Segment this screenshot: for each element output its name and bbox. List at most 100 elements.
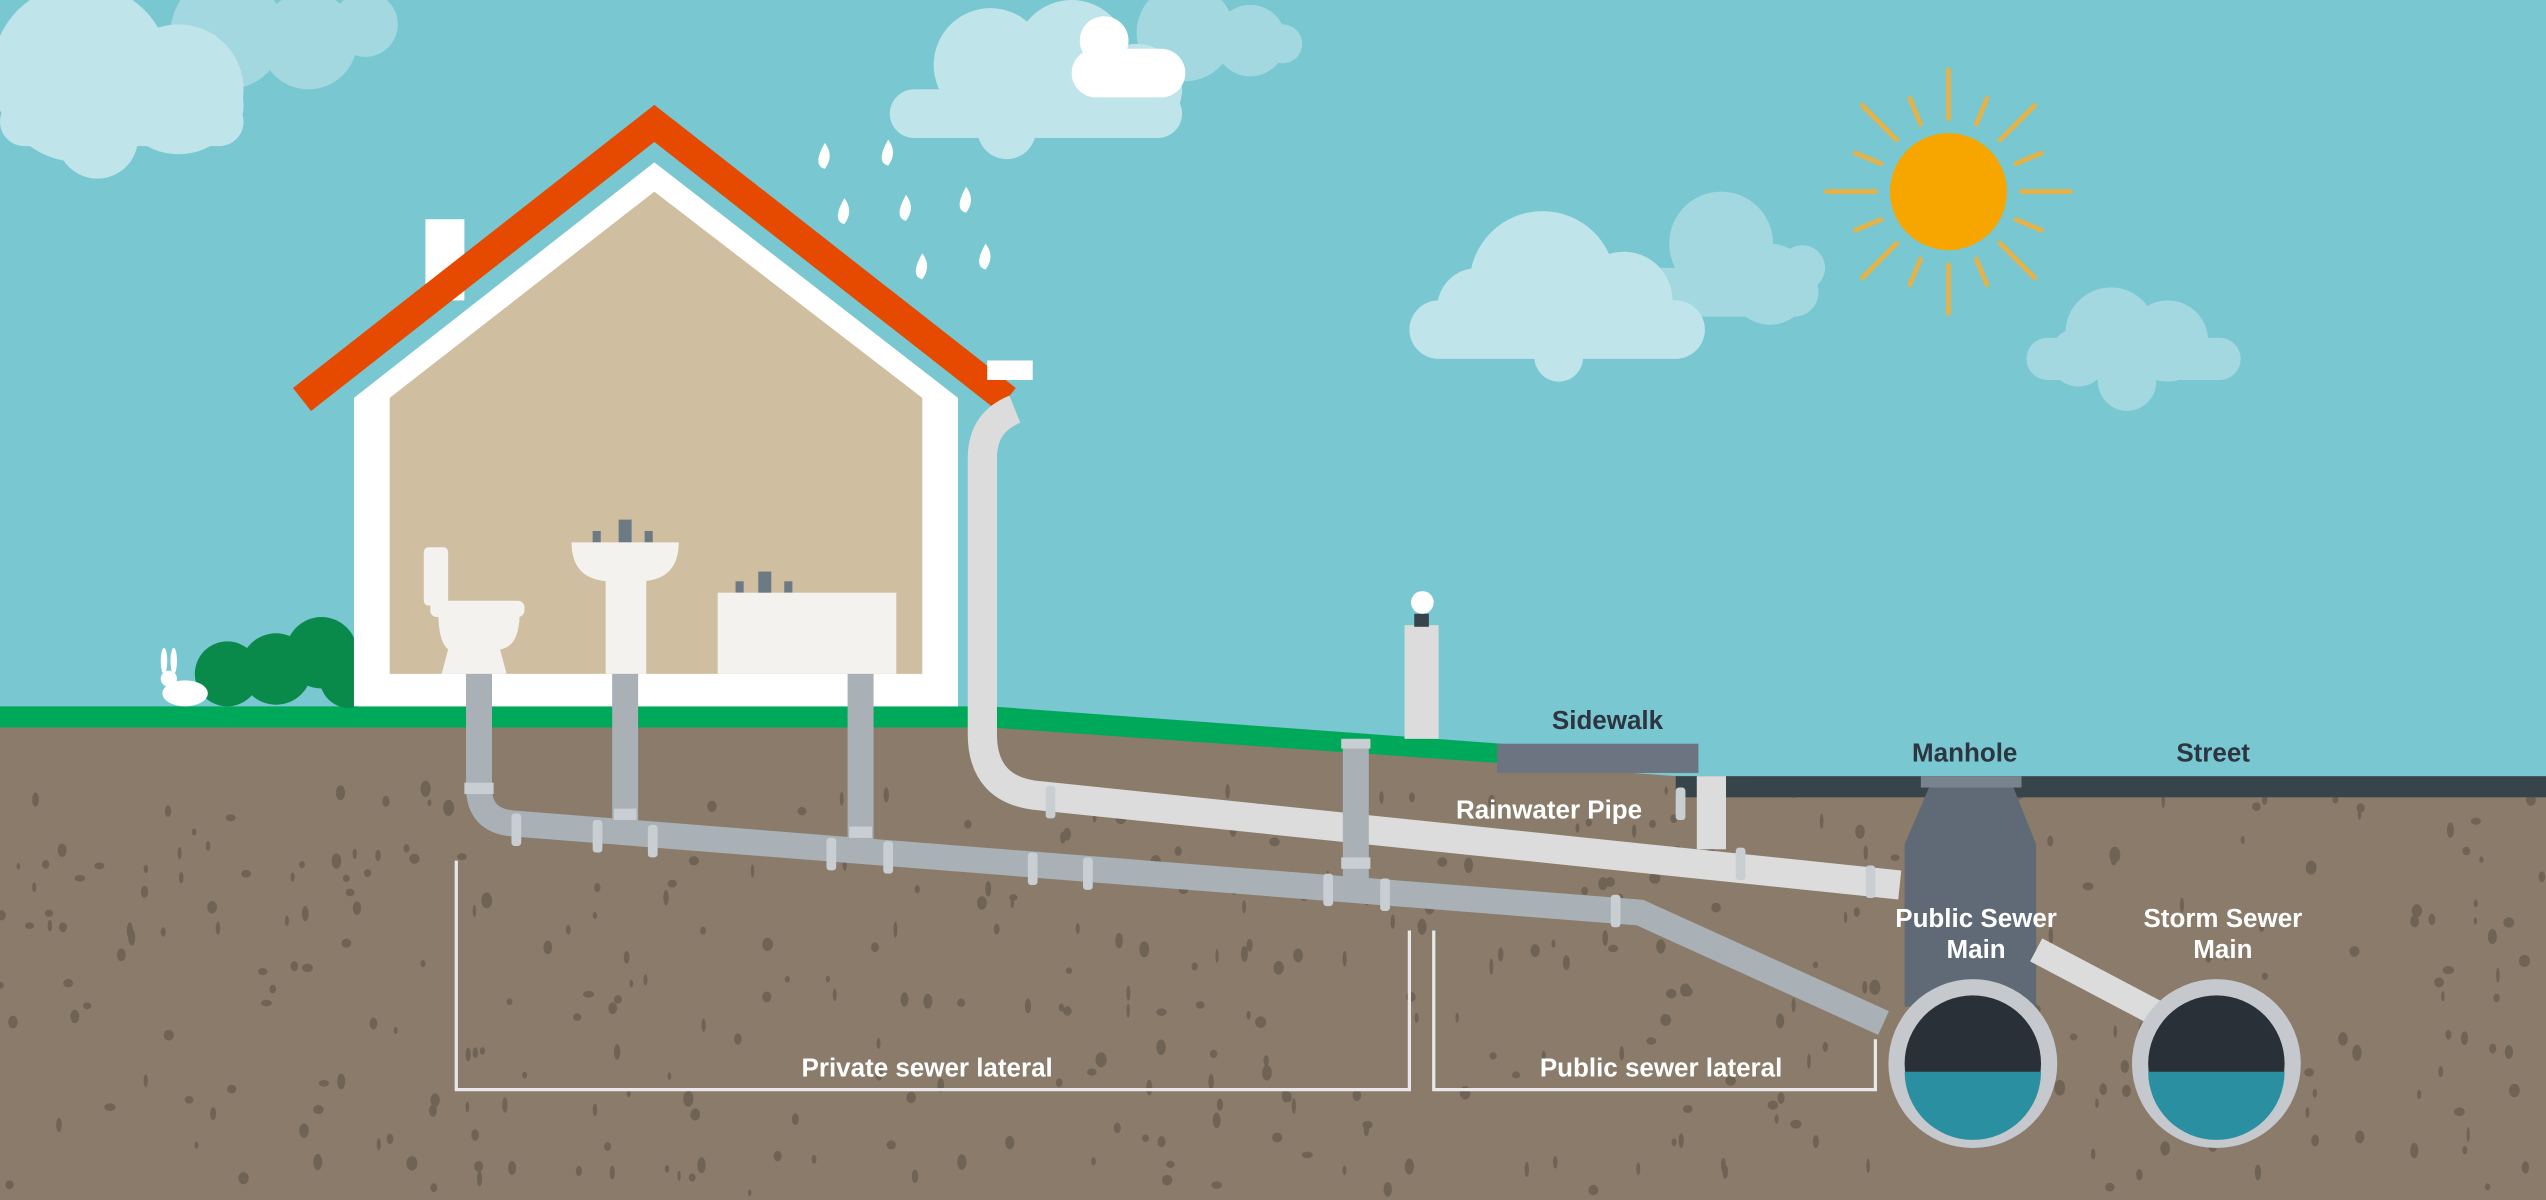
soil-speckle bbox=[1656, 939, 1666, 954]
soil-speckle bbox=[2479, 856, 2484, 864]
soil-speckle bbox=[677, 1170, 681, 1181]
soil-speckle bbox=[592, 1103, 598, 1116]
soil-speckle bbox=[177, 846, 182, 860]
soil-speckle bbox=[1855, 824, 1865, 839]
soil-speckle bbox=[2120, 1059, 2130, 1073]
soil-speckle bbox=[1269, 837, 1280, 847]
soil-speckle bbox=[8, 1015, 18, 1029]
soil-speckle bbox=[667, 1072, 672, 1080]
soil-speckle bbox=[1191, 962, 1198, 971]
soil-speckle bbox=[797, 806, 807, 816]
soil-speckle bbox=[207, 900, 218, 914]
soil-speckle bbox=[241, 869, 251, 878]
sun-ray bbox=[1973, 256, 1990, 288]
soil-speckle bbox=[1286, 1092, 1292, 1103]
soil-speckle bbox=[825, 975, 830, 983]
soil-speckle bbox=[472, 904, 477, 918]
sink-icon bbox=[571, 519, 679, 674]
soil-speckle bbox=[1767, 1100, 1779, 1110]
soil-speckle bbox=[1819, 813, 1824, 829]
soil-speckle bbox=[2410, 1142, 2419, 1159]
soil-speckle bbox=[184, 1095, 194, 1104]
soil-speckle bbox=[839, 791, 844, 806]
soil-speckle bbox=[341, 938, 352, 948]
soil-speckle bbox=[626, 1090, 631, 1098]
soil-speckle bbox=[697, 1157, 706, 1174]
soil-speckle bbox=[664, 1165, 670, 1173]
pipe-coupler bbox=[1045, 785, 1056, 819]
soil-speckle bbox=[1619, 1046, 1625, 1061]
soil-speckle bbox=[194, 1141, 199, 1149]
storm-pipe bbox=[2030, 938, 2166, 1027]
soil-speckle bbox=[313, 1105, 324, 1115]
soil-speckle bbox=[238, 1172, 249, 1185]
soil-speckle bbox=[2312, 1088, 2318, 1098]
gutter bbox=[987, 360, 1033, 380]
soil-speckle bbox=[143, 864, 149, 874]
soil-speckle bbox=[1157, 1136, 1166, 1148]
soil-speckle bbox=[1866, 1158, 1870, 1174]
soil-speckle bbox=[604, 1142, 612, 1151]
soil-speckle bbox=[2518, 954, 2530, 968]
soil-speckle bbox=[1024, 998, 1032, 1014]
soil-speckle bbox=[1807, 1053, 1811, 1069]
pipe-coupler bbox=[592, 820, 603, 853]
soil-speckle bbox=[2410, 915, 2420, 928]
soil-speckle bbox=[2493, 993, 2500, 1003]
soil-speckle bbox=[56, 1117, 62, 1132]
soil-speckle bbox=[2252, 802, 2261, 811]
soil-speckle bbox=[1195, 1001, 1205, 1009]
soil-speckle bbox=[1161, 1174, 1173, 1186]
soil-speckle bbox=[1524, 1161, 1529, 1177]
soil-speckle bbox=[301, 963, 313, 973]
soil-speckle bbox=[911, 1169, 919, 1183]
soil-speckle bbox=[832, 988, 837, 1001]
soil-speckle bbox=[1262, 1065, 1272, 1081]
soil-speckle bbox=[126, 922, 133, 939]
soil-speckle bbox=[163, 1029, 174, 1041]
soil-speckle bbox=[1660, 1014, 1672, 1026]
soil-speckle bbox=[409, 853, 420, 864]
soil-speckle bbox=[1575, 823, 1580, 833]
pipe-coupler bbox=[1610, 894, 1621, 928]
soil-speckle bbox=[1342, 951, 1347, 967]
soil-speckle bbox=[57, 843, 67, 857]
pipe-coupler bbox=[464, 782, 494, 795]
public-sewer-main bbox=[1888, 979, 2058, 1149]
pipe-coupler bbox=[613, 808, 637, 821]
pipe-coupler bbox=[826, 837, 837, 871]
soil-speckle bbox=[2349, 946, 2360, 957]
soil-speckle bbox=[299, 1123, 309, 1138]
soil-speckle bbox=[1649, 872, 1661, 884]
soil-speckle bbox=[178, 871, 184, 884]
soil-speckle bbox=[1646, 1037, 1657, 1045]
soil-speckle bbox=[25, 922, 35, 930]
soil-speckle bbox=[1602, 930, 1609, 946]
soil-speckle bbox=[1058, 1003, 1064, 1012]
pipe-coupler bbox=[1027, 852, 1038, 885]
soil-speckle bbox=[2304, 1068, 2314, 1077]
soil-speckle bbox=[420, 960, 426, 968]
private-lateral-bracket bbox=[454, 860, 1412, 1092]
soil-speckle bbox=[2466, 1127, 2470, 1142]
soil-speckle bbox=[1363, 1123, 1370, 1137]
soil-speckle bbox=[923, 993, 933, 1009]
soil-speckle bbox=[44, 909, 54, 917]
soil-speckle bbox=[1255, 1016, 1267, 1028]
soil-speckle bbox=[443, 799, 455, 816]
soil-speckle bbox=[47, 919, 53, 932]
label-public-sewer-main-line1: Public Sewer bbox=[1895, 903, 2057, 933]
soil-speckle bbox=[2069, 1033, 2078, 1041]
sun-ray bbox=[1973, 96, 1990, 127]
soil-speckle bbox=[1666, 988, 1677, 999]
lamp-post bbox=[1404, 591, 1439, 739]
soil-speckle bbox=[364, 869, 372, 878]
soil-speckle bbox=[1774, 1114, 1779, 1124]
soil-speckle bbox=[2082, 882, 2094, 891]
soil-speckle bbox=[900, 992, 909, 1007]
soil-speckle bbox=[1684, 987, 1693, 997]
soil-speckle bbox=[430, 1183, 438, 1193]
soil-speckle bbox=[427, 799, 432, 807]
soil-speckle bbox=[914, 885, 920, 894]
